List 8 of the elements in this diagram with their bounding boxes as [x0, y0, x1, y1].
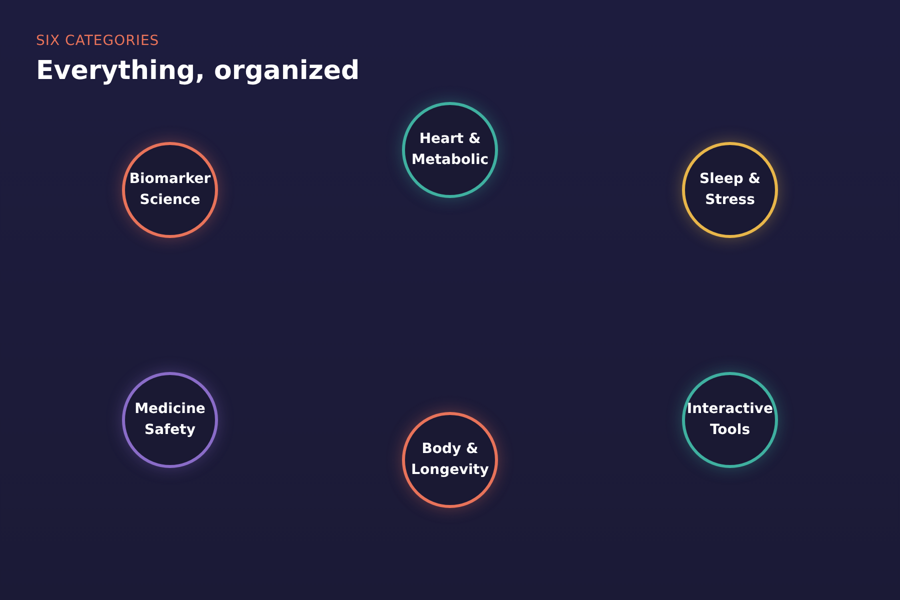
category-label: Medicine Safety	[134, 400, 206, 440]
page-title: Everything, organized	[36, 56, 360, 86]
category-label: Heart & Metabolic	[410, 130, 490, 170]
category-label: Interactive Tools	[686, 400, 774, 440]
category-label: Body & Longevity	[410, 440, 490, 480]
eyebrow-label: SIX CATEGORIES	[36, 33, 160, 49]
category-label: Sleep & Stress	[698, 170, 762, 210]
category-label: Biomarker Science	[128, 170, 212, 210]
